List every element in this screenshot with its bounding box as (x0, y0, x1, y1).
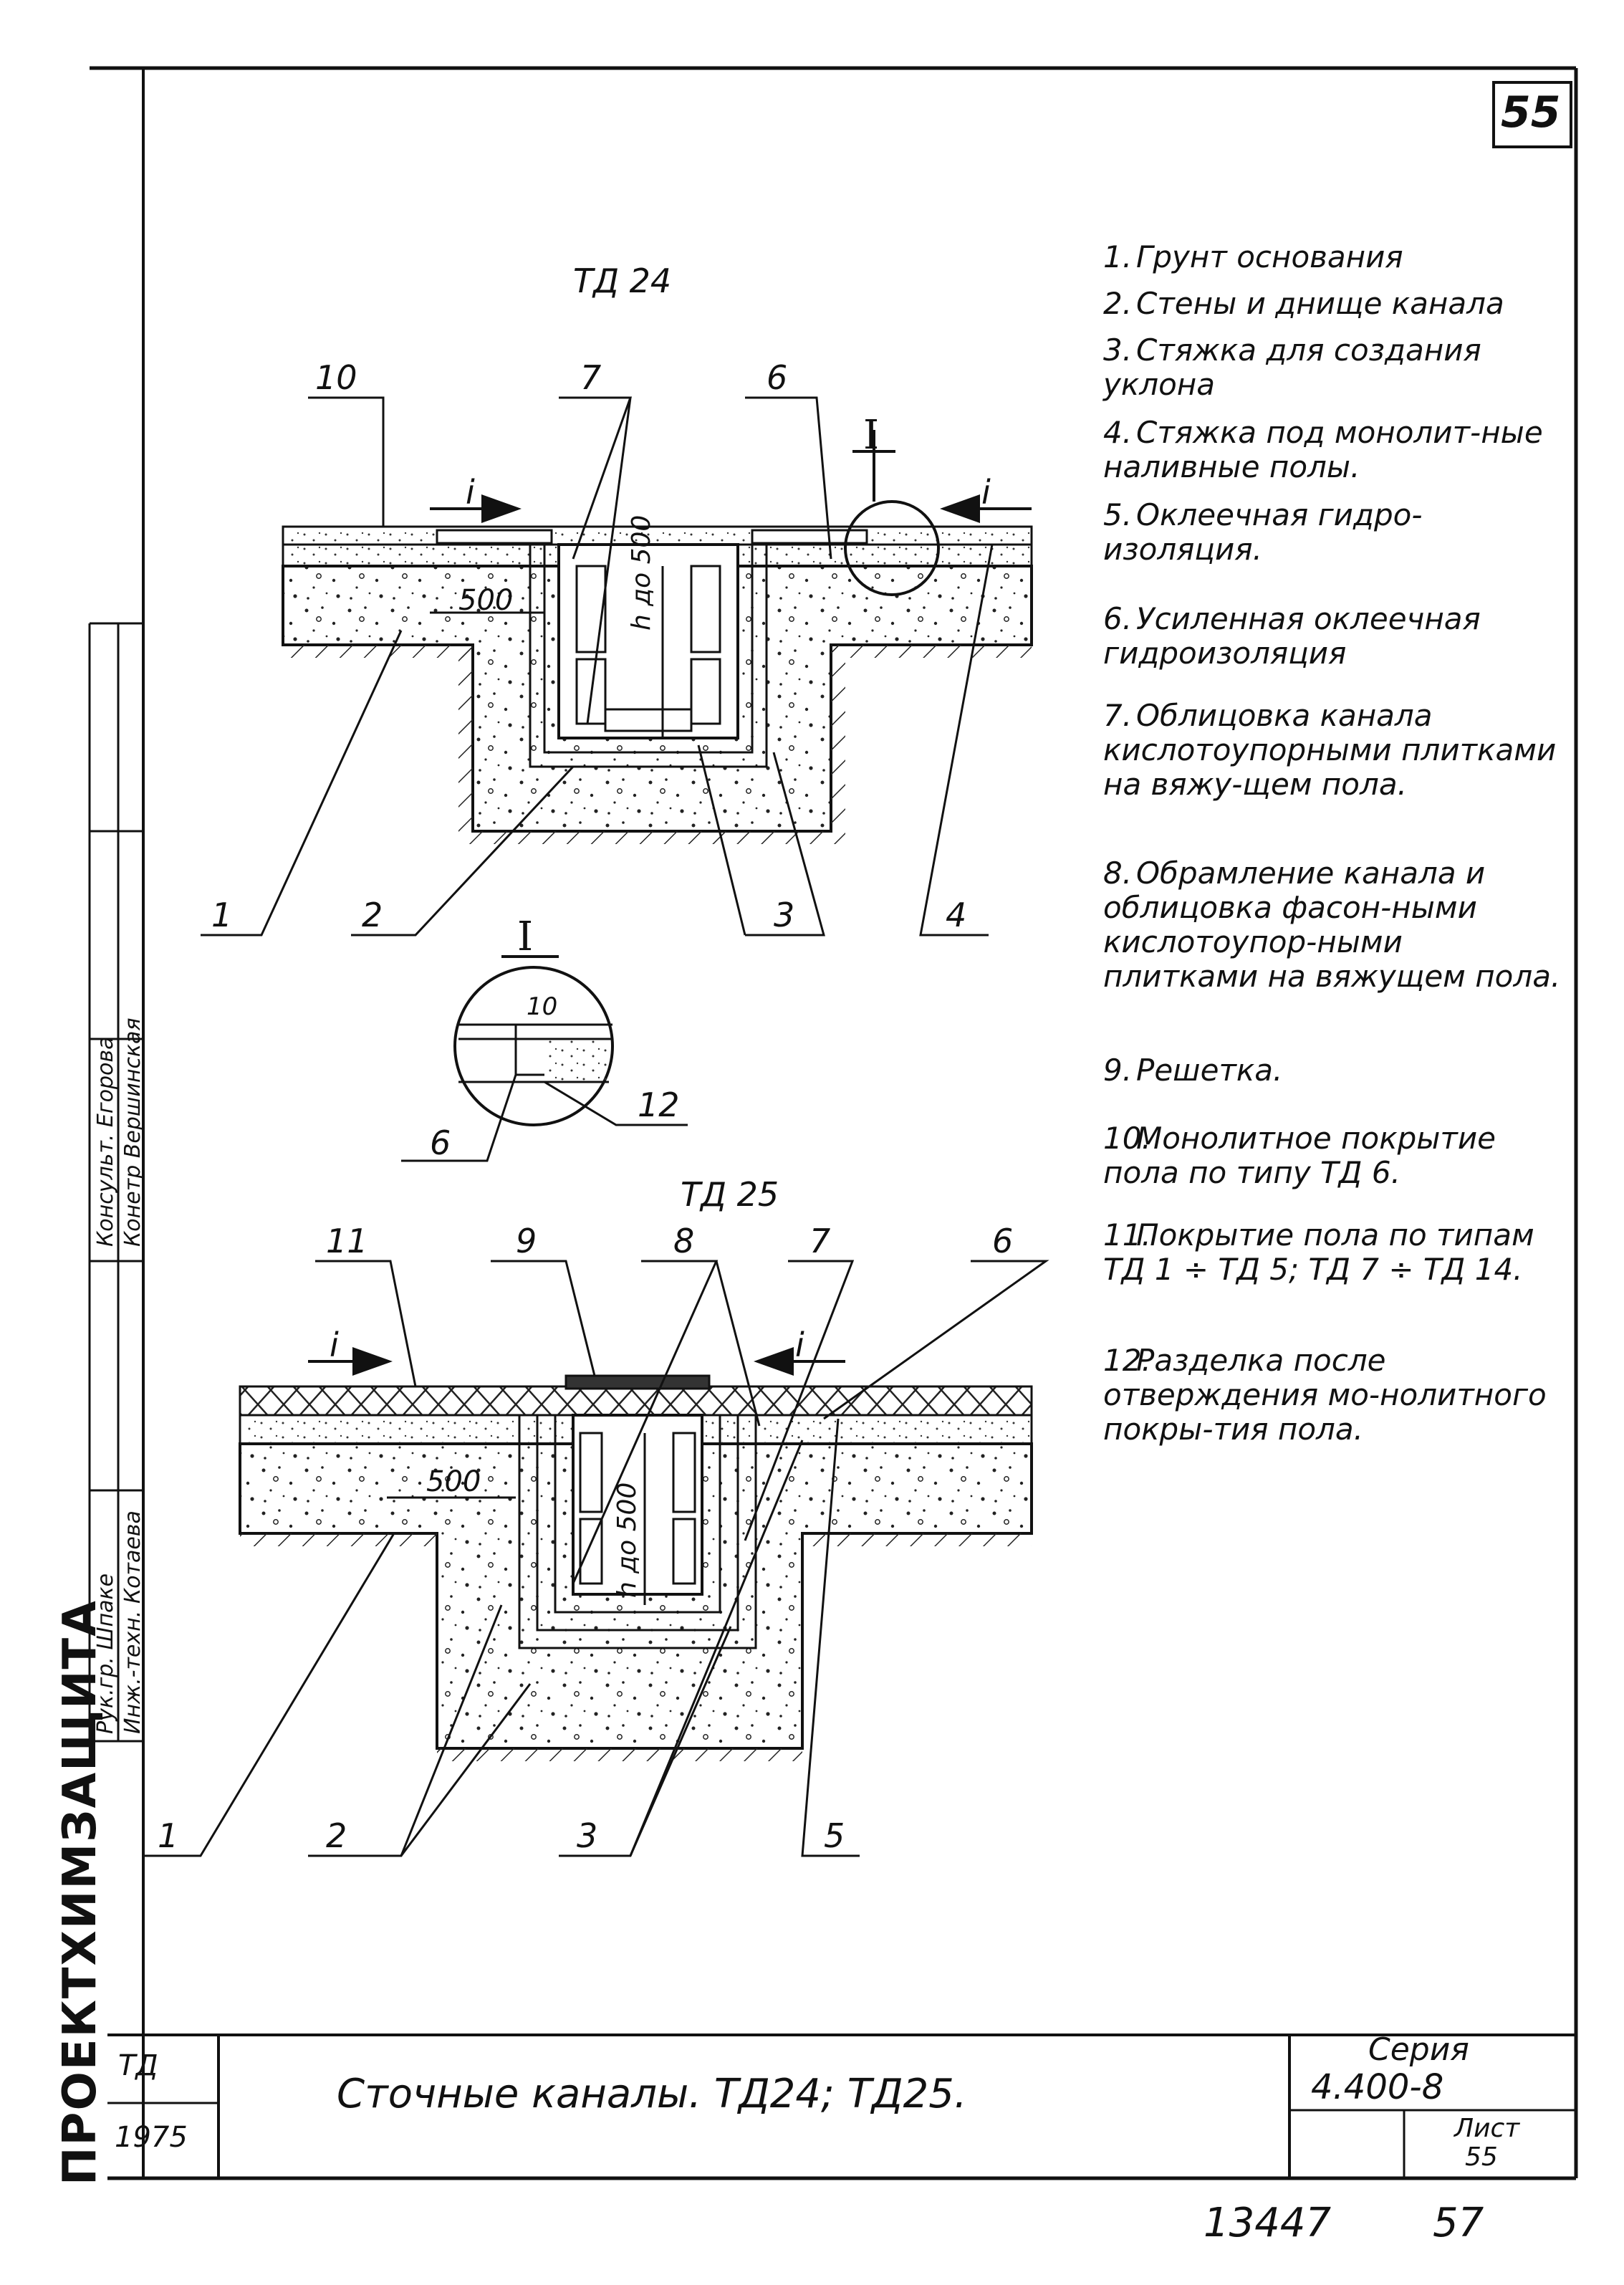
legend-item-1: 1.Грунт основания (1103, 239, 1403, 274)
legend-item-4: 4.Стяжка под монолит-ные наливные полы. (1103, 415, 1543, 484)
legend-item-7: 7.Облицовка канала кислотоупорными плитк… (1103, 698, 1557, 802)
detail-td24 (201, 396, 1033, 936)
legend-item-5: 5.Оклеечная гидро-изоляция. (1103, 497, 1423, 567)
td25-callout-5: 5 (824, 1816, 845, 1855)
td24-callout-1: 1 (211, 896, 233, 934)
legend-item-8: 8.Обрамление канала и облицовка фасон-ны… (1103, 856, 1561, 994)
legend-item-9: 9.Решетка. (1103, 1053, 1283, 1088)
organization-name: ПРОЕКТХИМЗАЩИТА (54, 1599, 107, 2185)
legend-item-6: 6.Усиленная оклеечная гидроизоляция (1103, 601, 1481, 671)
td25-callout-2: 2 (326, 1816, 347, 1855)
td24-slope-right: i (981, 473, 991, 512)
td25-callout-11: 11 (326, 1222, 368, 1260)
tb-series-label: Серия (1368, 2031, 1469, 2068)
detail-td25 (143, 1260, 1049, 1857)
detail-i (401, 955, 688, 1162)
td24-callout-2: 2 (362, 896, 383, 934)
td25-dimension: 500 (426, 1465, 481, 1498)
legend-item-3: 3.Стяжка для создания уклона (1103, 332, 1481, 402)
tb-year: 1975 (115, 2121, 188, 2154)
detail-i-callout-10: 10 (527, 992, 558, 1021)
footer-page-number: 57 (1433, 2200, 1484, 2246)
stamp-row-4: Конетр Вершинская (120, 1017, 145, 1247)
td24-callout-10: 10 (315, 358, 357, 397)
tb-code: ТД (118, 2049, 158, 2082)
td24-slope-left: i (466, 473, 475, 512)
td24-callout-4: 4 (946, 896, 967, 934)
td25-callout-3: 3 (577, 1816, 598, 1855)
detail-i-callout-6: 6 (430, 1124, 451, 1162)
td25-title: ТД 25 (681, 1175, 779, 1214)
stamp-row-3: Консульт. Егорова (93, 1036, 118, 1247)
td25-callout-6: 6 (992, 1222, 1014, 1260)
legend-item-2: 2.Стены и днище канала (1103, 286, 1504, 321)
tb-series-value: 4.400-8 (1311, 2067, 1444, 2107)
detail-i-title: I (517, 914, 534, 960)
td25-callout-9: 9 (516, 1222, 537, 1260)
td24-callout-6: 6 (767, 358, 788, 397)
legend-item-10: 10.Монолитное покрытие пола по типу ТД 6… (1103, 1121, 1496, 1190)
td25-callout-1: 1 (158, 1816, 179, 1855)
footer-archive-number: 13447 (1203, 2200, 1332, 2246)
page-number: 55 (1501, 87, 1561, 138)
tb-title: Сточные каналы. ТД24; ТД25. (337, 2071, 967, 2117)
tb-sheet-label: Лист (1454, 2114, 1520, 2143)
td24-callout-7: 7 (580, 358, 602, 397)
td24-section-mark: I (863, 412, 880, 459)
td25-callout-8: 8 (673, 1222, 695, 1260)
detail-i-callout-12: 12 (638, 1086, 680, 1124)
stamp-row-2: Инж.-техн. Котаева (120, 1510, 145, 1734)
td25-slope-right: i (795, 1326, 804, 1364)
td24-height: h до 500 (627, 514, 656, 631)
legend-item-11: 11.Покрытие пола по типам ТД 1 ÷ ТД 5; Т… (1103, 1217, 1534, 1287)
td24-title: ТД 24 (573, 262, 672, 300)
td25-callout-7: 7 (809, 1222, 831, 1260)
td25-slope-left: i (330, 1326, 339, 1364)
td25-height: h до 500 (612, 1482, 642, 1598)
td24-callout-3: 3 (774, 896, 795, 934)
td24-dimension: 500 (458, 584, 514, 617)
tb-sheet-value: 55 (1465, 2142, 1498, 2172)
legend-item-12: 12.Разделка после отверждения мо-нолитно… (1103, 1343, 1547, 1447)
